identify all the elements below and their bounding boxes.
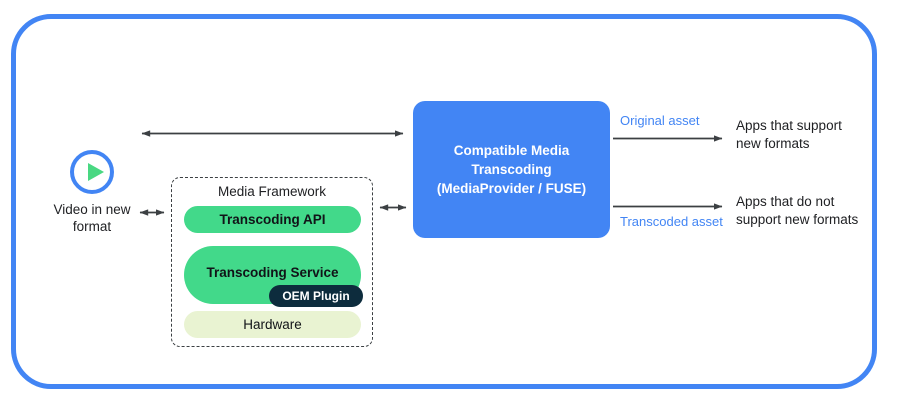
oem-plugin-badge: OEM Plugin xyxy=(269,285,363,307)
sink-apps-unsupported-label: Apps that do not support new formats xyxy=(736,194,859,227)
edge-label-transcoded-asset: Transcoded asset xyxy=(620,214,723,229)
media-framework-box xyxy=(171,177,373,347)
layer-transcoding-api: Transcoding API xyxy=(184,206,361,233)
media-framework-title: Media Framework xyxy=(217,184,327,199)
compatible-media-transcoding-node: Compatible Media Transcoding (MediaProvi… xyxy=(413,101,610,238)
play-triangle-icon xyxy=(88,163,104,181)
sink-apps-supported-label: Apps that support new formats xyxy=(736,118,842,151)
layer-hardware: Hardware xyxy=(184,311,361,338)
play-circle-icon xyxy=(70,150,114,194)
compatible-media-transcoding-label: Compatible Media Transcoding (MediaProvi… xyxy=(436,143,587,196)
edge-label-original-asset: Original asset xyxy=(620,113,700,128)
video-source-caption: Video in new format xyxy=(53,202,131,234)
